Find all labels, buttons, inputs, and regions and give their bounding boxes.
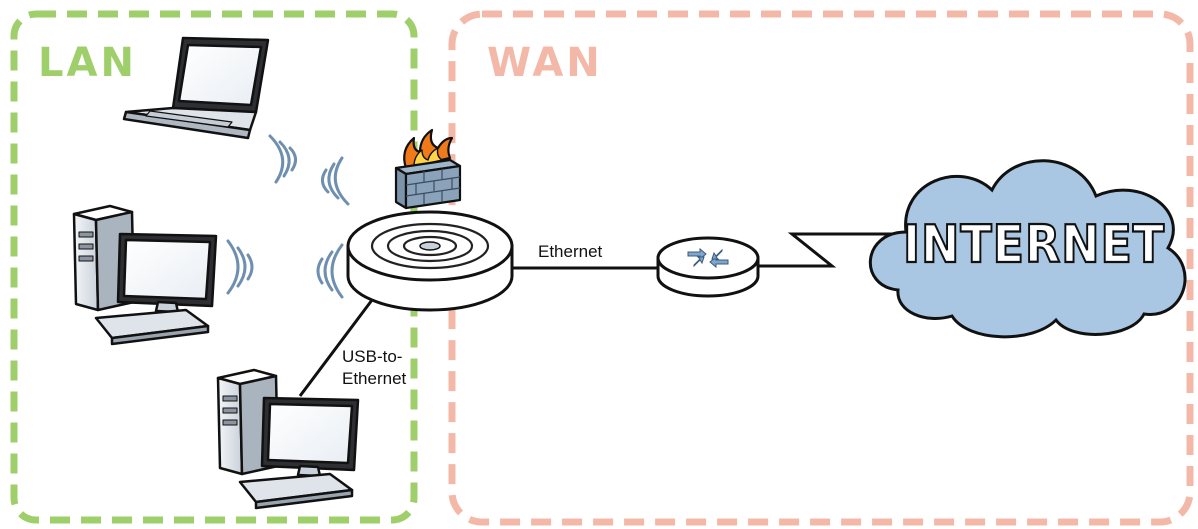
ethernet-link-label: Ethernet [538,242,603,261]
desktop-computer-icon [218,370,358,508]
desktop-computer-icon [74,206,216,344]
wifi-signal-icon [228,136,348,297]
laptop-icon [124,38,268,138]
internet-cloud-icon: INTERNET [870,161,1185,337]
wireless-router-icon [348,212,512,310]
usb-to-ethernet-label-line1: USB-to- [342,347,402,366]
wan-zone-label: WAN [487,40,603,86]
firewall-icon [396,130,460,208]
network-router-icon [658,238,758,296]
lan-zone-label: LAN [38,40,137,86]
internet-cloud-label: INTERNET [903,215,1165,275]
usb-to-ethernet-label-line2: Ethernet [342,369,407,388]
